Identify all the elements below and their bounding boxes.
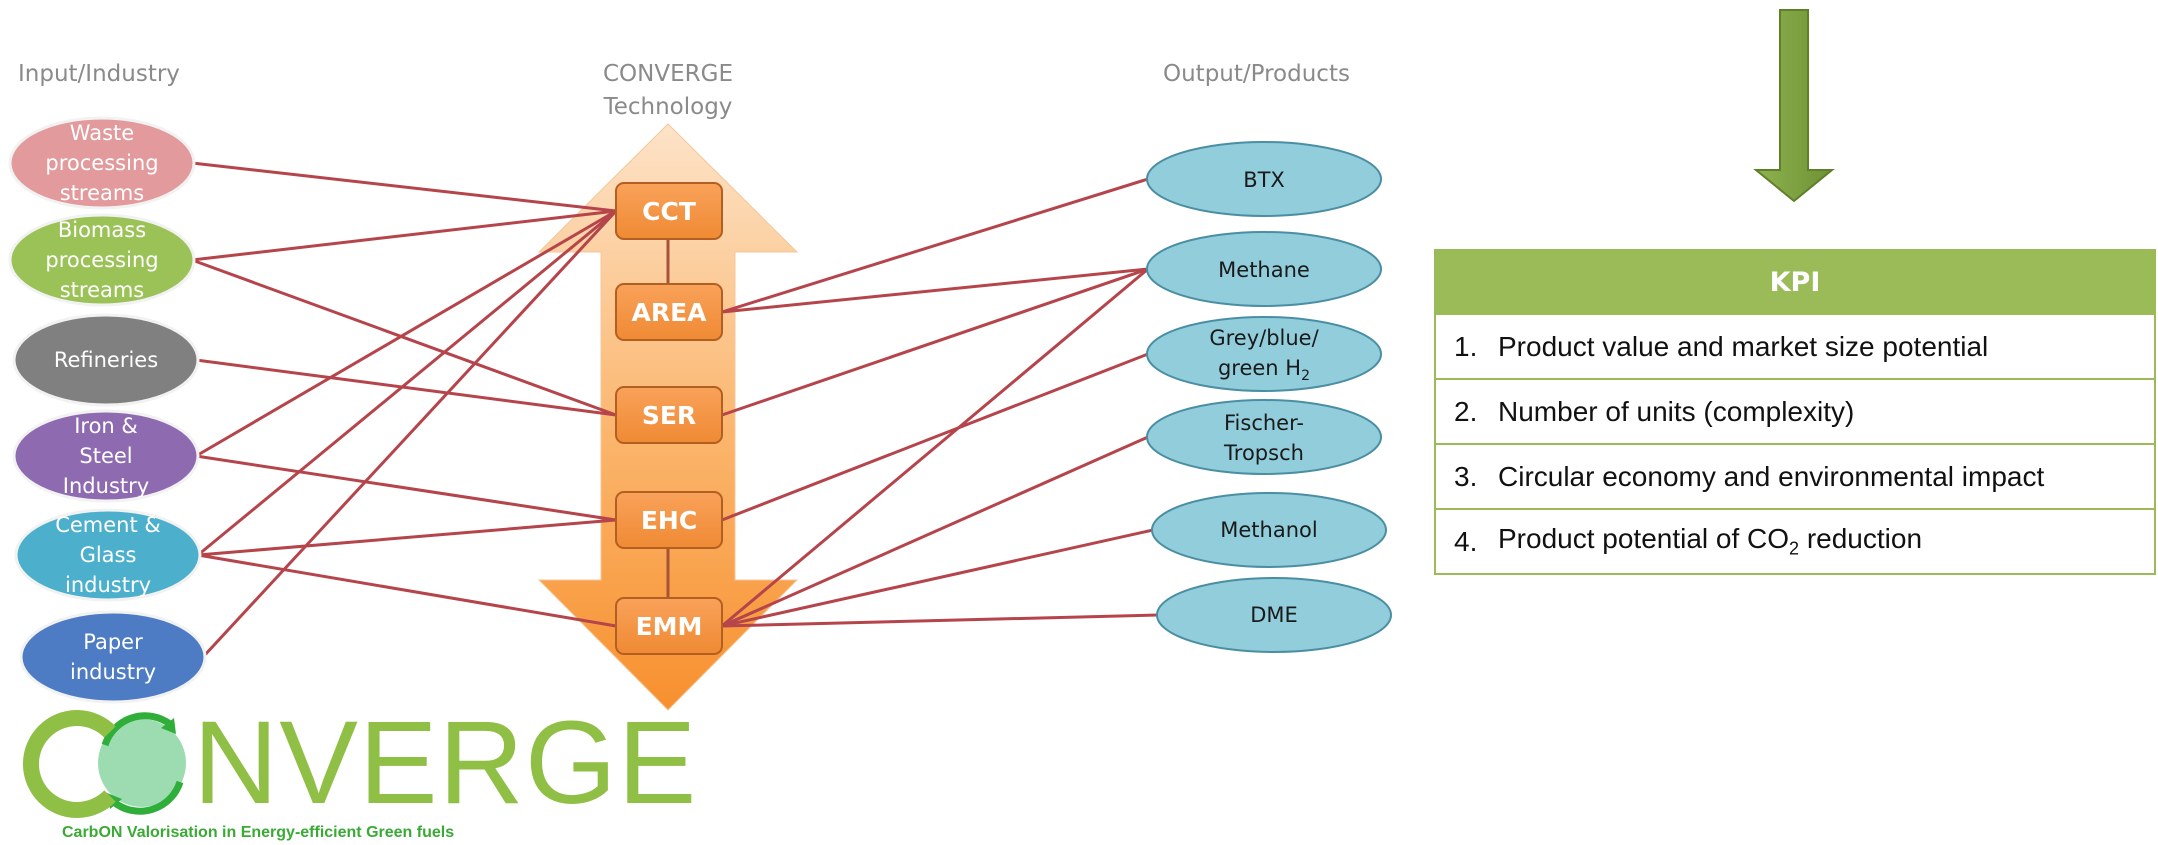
input-label-paper: industry bbox=[70, 660, 156, 684]
technology-nodes: CCT AREA SER EHC EMM bbox=[615, 182, 723, 655]
kpi-row: 1. Product value and market size potenti… bbox=[1436, 313, 2154, 378]
kpi-number: 2. bbox=[1454, 395, 1478, 427]
kpi-row: 2. Number of units (complexity) bbox=[1436, 378, 2154, 443]
technology-label-cct: CCT bbox=[642, 197, 696, 226]
kpi-number: 4. bbox=[1454, 525, 1478, 557]
technology-box-emm bbox=[615, 597, 723, 655]
input-label-iron-steel: Steel bbox=[79, 444, 132, 468]
input-label-waste: Waste bbox=[70, 121, 134, 145]
input-label-biomass: processing bbox=[45, 248, 158, 272]
output-node-btx bbox=[1146, 141, 1382, 217]
logo-wordmark-text: NVERGE bbox=[193, 697, 698, 829]
connection-line bbox=[721, 528, 1154, 628]
input-label-refineries: Refineries bbox=[54, 348, 158, 372]
input-label-iron-steel: Iron & bbox=[74, 414, 138, 438]
connection-line bbox=[191, 258, 617, 417]
output-label-fischer-1: Fischer- bbox=[1224, 411, 1304, 435]
input-label-biomass: streams bbox=[60, 278, 145, 302]
kpi-number: 1. bbox=[1454, 330, 1478, 362]
connection-line bbox=[195, 209, 617, 458]
hydrogen-text: green H bbox=[1218, 356, 1301, 380]
connection-line bbox=[201, 209, 618, 659]
output-label-methane: Methane bbox=[1218, 258, 1310, 282]
input-node-biomass bbox=[8, 213, 196, 307]
kpi-row: 4. Product potential of CO2 reduction bbox=[1436, 508, 2154, 573]
connection-line bbox=[721, 435, 1149, 628]
input-node-waste bbox=[8, 116, 196, 210]
input-label-waste: processing bbox=[45, 151, 158, 175]
technology-column-heading-2: Technology bbox=[603, 94, 733, 120]
connection-line bbox=[195, 454, 617, 522]
input-node-cement-glass bbox=[14, 508, 202, 602]
connection-line bbox=[721, 352, 1149, 522]
output-label-hydrogen-2: green H2 bbox=[1218, 356, 1310, 384]
input-column-heading: Input/Industry bbox=[18, 61, 180, 87]
connection-lines bbox=[191, 161, 1159, 659]
input-label-waste: streams bbox=[60, 181, 145, 205]
technology-box-ser bbox=[615, 386, 723, 444]
input-label-cement-glass: industry bbox=[65, 573, 151, 597]
input-label-iron-steel: Industry bbox=[63, 474, 149, 498]
connection-line bbox=[721, 613, 1159, 628]
input-label-biomass: Biomass bbox=[58, 218, 146, 242]
input-label-cement-glass: Glass bbox=[80, 543, 137, 567]
input-node-refineries bbox=[12, 313, 200, 407]
connection-line bbox=[197, 518, 617, 557]
connection-line bbox=[721, 267, 1149, 417]
connection-line bbox=[721, 267, 1149, 628]
technology-label-area: AREA bbox=[631, 298, 707, 327]
technology-box-ehc bbox=[615, 491, 723, 549]
connection-line bbox=[195, 358, 617, 417]
kpi-text: Product value and market size potential bbox=[1498, 330, 1989, 362]
input-label-paper: Paper bbox=[83, 630, 143, 654]
output-node-dme bbox=[1156, 577, 1392, 653]
connection-line bbox=[197, 553, 617, 628]
output-label-methanol: Methanol bbox=[1220, 518, 1317, 542]
output-column-heading: Output/Products bbox=[1163, 61, 1350, 87]
kpi-row: 3. Circular economy and environmental im… bbox=[1436, 443, 2154, 508]
kpi-table: KPI 1. Product value and market size pot… bbox=[1434, 249, 2156, 575]
technology-box-area bbox=[615, 283, 723, 341]
output-nodes: BTX Methane Grey/blue/ green H2 Fischer-… bbox=[1146, 141, 1392, 653]
logo-letter-c bbox=[23, 710, 116, 818]
technology-column-heading: CONVERGE bbox=[603, 61, 733, 87]
kpi-header: KPI bbox=[1436, 251, 2154, 313]
technology-label-ser: SER bbox=[642, 401, 696, 430]
connection-line bbox=[721, 267, 1149, 314]
output-node-hydrogen bbox=[1146, 316, 1382, 392]
kpi-text-suffix: reduction bbox=[1799, 523, 1923, 555]
kpi-text: Number of units (complexity) bbox=[1498, 395, 1855, 427]
logo-wordmark: NVERGE bbox=[55, 704, 697, 822]
output-label-dme: DME bbox=[1250, 603, 1298, 627]
input-nodes: WasteprocessingstreamsBiomassprocessings… bbox=[8, 116, 207, 704]
logo-recycle-icon bbox=[98, 712, 186, 815]
output-node-methanol bbox=[1151, 492, 1387, 568]
kpi-number: 3. bbox=[1454, 460, 1478, 492]
output-label-btx: BTX bbox=[1243, 168, 1285, 192]
down-arrow-icon bbox=[1753, 9, 1835, 203]
output-node-methane bbox=[1146, 231, 1382, 307]
technology-label-emm: EMM bbox=[636, 612, 703, 641]
kpi-text: Product potential of CO2 reduction bbox=[1498, 523, 2154, 560]
hydrogen-subscript: 2 bbox=[1301, 368, 1310, 384]
output-label-hydrogen-1: Grey/blue/ bbox=[1209, 326, 1319, 350]
input-node-iron-steel bbox=[12, 409, 200, 503]
output-label-fischer-2: Tropsch bbox=[1223, 441, 1304, 465]
connection-line bbox=[191, 209, 617, 262]
connection-line bbox=[191, 161, 617, 213]
connection-line bbox=[721, 177, 1149, 314]
input-label-cement-glass: Cement & bbox=[55, 513, 161, 537]
connection-line bbox=[197, 209, 617, 557]
kpi-text: Circular economy and environmental impac… bbox=[1498, 460, 2045, 492]
technology-label-ehc: EHC bbox=[641, 506, 697, 535]
kpi-text-main: Product potential of CO bbox=[1498, 523, 1790, 555]
technology-box-cct bbox=[615, 182, 723, 240]
output-node-fischer-tropsch bbox=[1146, 399, 1382, 475]
logo-tagline: CarbON Valorisation in Energy-efficient … bbox=[62, 824, 455, 841]
input-node-paper bbox=[19, 610, 207, 704]
kpi-text-subscript: 2 bbox=[1789, 538, 1800, 559]
